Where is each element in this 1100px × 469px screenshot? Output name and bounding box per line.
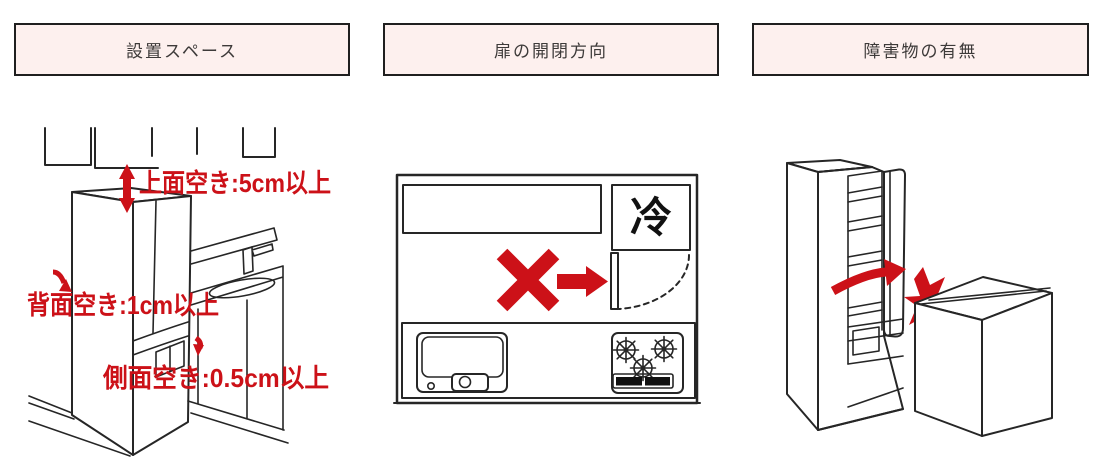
fridge-left-face [786, 162, 819, 431]
section-header-obstacles: 障害物の有無 [752, 23, 1089, 76]
red-arrow-icon [557, 266, 608, 297]
counter-front-edges [187, 265, 289, 444]
floor-lines [28, 395, 131, 457]
fridge-open-door [883, 168, 906, 338]
fridge-kanji-label: 冷 [630, 194, 672, 241]
counter-backsplash [190, 227, 278, 265]
cabinet-plan [402, 184, 602, 234]
box-front-face [914, 302, 983, 437]
fridge-freezer-drawer [155, 340, 185, 378]
red-x-icon [496, 248, 560, 312]
illustration-door-direction: 冷 [393, 173, 701, 405]
fridge-door-split-line [152, 200, 157, 334]
counter-sink-basin [208, 277, 276, 299]
fridge-plan-box [611, 184, 691, 251]
side-clearance-arrow-icon [193, 335, 204, 356]
section-title: 設置スペース [126, 42, 238, 61]
door-swing-arrow-icon [830, 259, 906, 295]
fridge-door-inner-line [871, 166, 891, 337]
fridge-front-face [132, 195, 192, 456]
top-clearance-arrow-icon [119, 164, 135, 213]
fridge-door-leaf [610, 252, 619, 310]
fridge-freezer-handle [132, 321, 189, 356]
section-header-installation-space: 設置スペース [14, 23, 350, 76]
sink-drain-knob [426, 381, 435, 390]
box-right-face [981, 292, 1053, 437]
section-title: 障害物の有無 [863, 42, 978, 61]
door-swing-arc [618, 254, 691, 310]
stove-grill-outline [612, 373, 674, 389]
fridge-front-outline [817, 166, 904, 431]
counter-faucet [242, 243, 274, 275]
illustration-obstacles [786, 159, 1053, 437]
sink-control-knob [458, 375, 472, 389]
stove-burner-left [612, 336, 640, 364]
stove-grill-bar-right [645, 377, 670, 386]
stove-grill-bar-left [616, 377, 642, 386]
back-clearance-arrow-icon [52, 269, 72, 292]
label-top-clearance: 上面空き:5cm以上 [139, 168, 331, 198]
stove-burner-right [650, 335, 678, 363]
illustration-installation-space: 上面空き:5cm以上 背面空き:1cm以上 側面空き:0.5cm以上 [27, 127, 331, 457]
fridge-shelves [847, 186, 883, 317]
fridge-left-face [71, 191, 134, 456]
section-header-door-direction: 扉の開閉方向 [383, 23, 719, 76]
box-tape-seam [920, 287, 1051, 305]
fridge-freezer-drawers [847, 318, 904, 408]
stove-burner-center [629, 354, 657, 382]
wall-cabinets [44, 127, 276, 169]
label-back-clearance: 背面空き:1cm以上 [27, 290, 219, 320]
label-side-clearance: 側面空き:0.5cm以上 [102, 363, 329, 393]
section-title: 扉の開閉方向 [494, 42, 608, 61]
